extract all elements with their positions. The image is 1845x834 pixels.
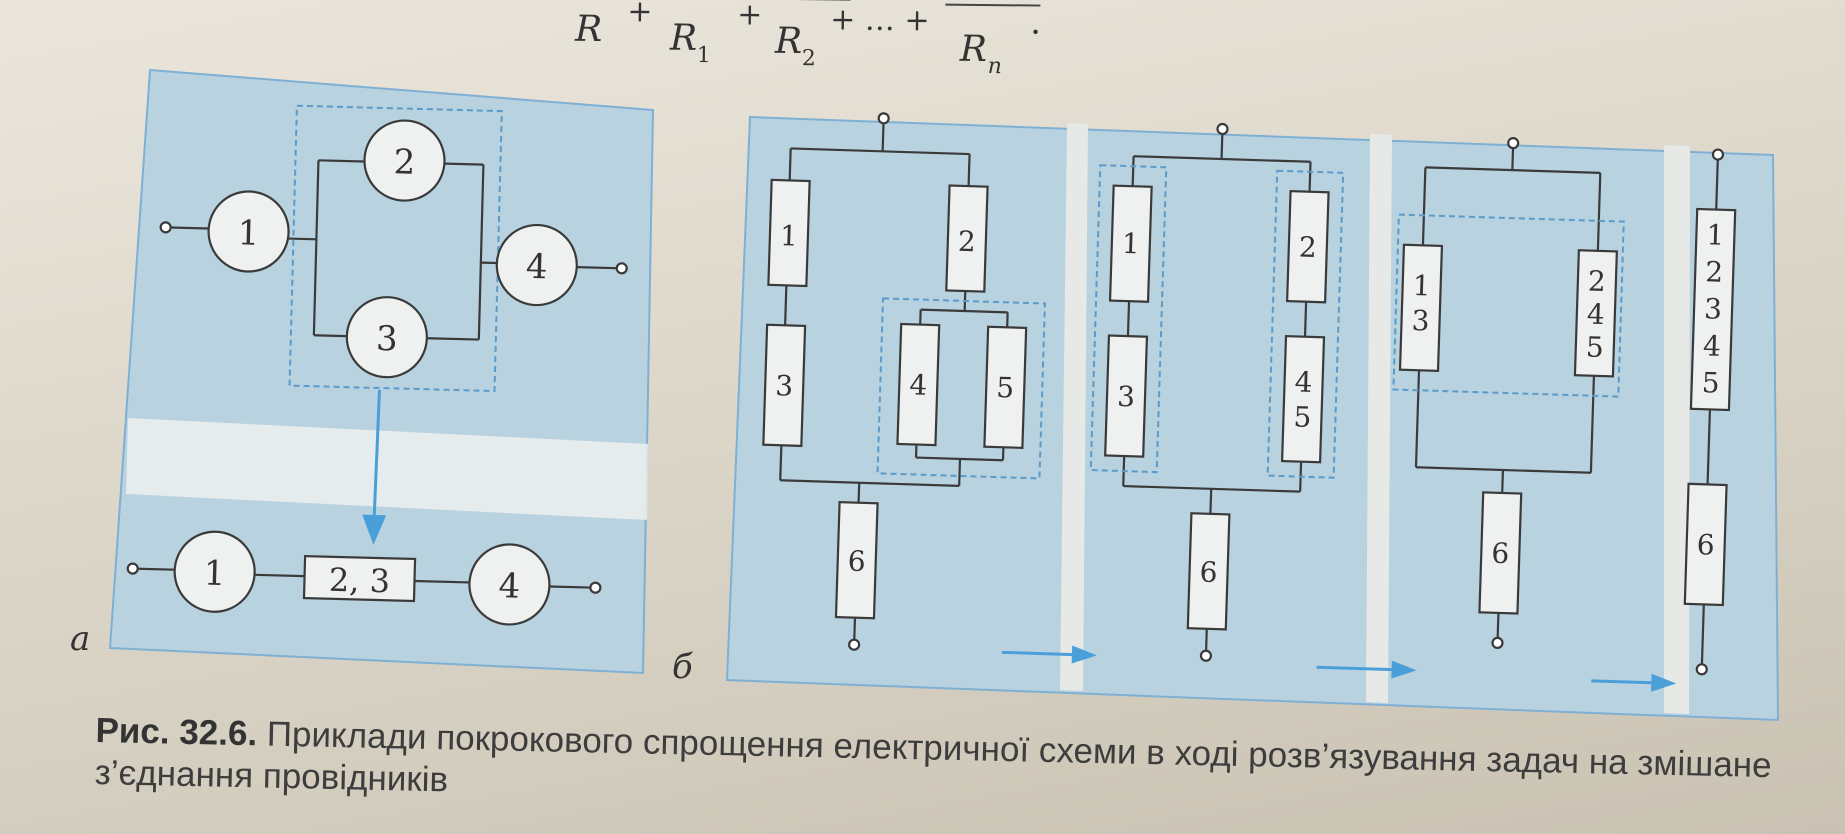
formula-term-n: R [959, 29, 988, 70]
s3-r245: 2 4 5 [1573, 249, 1618, 378]
s3-r2-label: 2 [1587, 265, 1606, 299]
s4-r12345: 1 2 3 4 5 [1689, 207, 1737, 412]
formula-plus-2: + [737, 0, 763, 33]
s1-r5-label: 5 [996, 371, 1015, 405]
r23-label: 2, 3 [328, 561, 390, 601]
panel-b: 1 2 3 4 5 6 [672, 112, 1780, 722]
stage-3: 1 3 2 4 5 6 [1392, 137, 1625, 649]
s3-r5-label: 5 [1585, 331, 1604, 365]
s2-r45: 4 5 [1280, 334, 1326, 464]
s1-r3-label: 3 [775, 369, 794, 403]
s1-r6: 6 [834, 501, 879, 620]
s1-r4-label: 4 [909, 368, 928, 402]
s2-r3-label: 3 [1117, 380, 1136, 414]
r23-resistor: 2, 3 [302, 554, 417, 603]
separator-1 [1060, 123, 1088, 691]
separator-2 [1366, 134, 1392, 703]
s4-r1-label: 1 [1706, 218, 1725, 252]
formula: R + R 1 + R 2 + … + R n . [574, 0, 1041, 79]
circuit-a-bottom [126, 562, 602, 594]
formula-lhs: R [574, 9, 603, 50]
s1-r2: 2 [945, 184, 989, 293]
s2-r5-label: 5 [1293, 400, 1312, 434]
r1-label: 1 [237, 213, 260, 254]
s2-r4-label: 4 [1294, 365, 1313, 399]
r4-circle-a-bottom: 4 [468, 543, 551, 626]
s4-r5-label: 5 [1701, 366, 1720, 400]
caption-label: Рис. 32.6. [95, 710, 258, 754]
s3-r6: 6 [1478, 491, 1523, 615]
r3-circle-a: 3 [345, 296, 428, 379]
formula-term-1: R [669, 18, 698, 59]
r2-label: 2 [393, 142, 416, 183]
formula-period: . [1030, 2, 1041, 42]
panel-b-background [725, 115, 1780, 722]
formula-plus-1: + [627, 0, 653, 29]
panel-b-label: б [672, 647, 693, 687]
s3-r6-label: 6 [1491, 537, 1510, 571]
s3-r1-label: 1 [1412, 269, 1431, 303]
stage-2: 1 3 2 4 5 6 [1089, 122, 1345, 662]
r4-circle-a: 4 [495, 223, 578, 307]
group-13-dashed-box [1089, 164, 1168, 474]
panel-a: 1 2 3 4 [70, 68, 655, 675]
group-245-dashed-box [1266, 169, 1345, 479]
circuit-a-top [159, 104, 628, 393]
simplify-arrow-down [362, 389, 387, 545]
s4-r6: 6 [1683, 482, 1728, 607]
simplify-arrow-1 [1001, 645, 1097, 664]
s1-r1: 1 [767, 178, 811, 288]
formula-sub-n: n [988, 54, 1002, 79]
separator-3 [1664, 145, 1690, 714]
r1-circle-a-bottom: 1 [173, 530, 256, 613]
formula-dots: + … + [830, 2, 930, 38]
s3-r4-label: 4 [1586, 298, 1605, 332]
formula-sub-2: 2 [802, 46, 816, 71]
stage-4: 1 2 3 4 5 6 [1683, 148, 1737, 676]
s4-r6-label: 6 [1696, 528, 1715, 562]
s4-r3-label: 3 [1704, 292, 1723, 326]
simplify-arrow-2 [1316, 660, 1417, 679]
s2-r2: 2 [1285, 190, 1330, 304]
s1-r4: 4 [896, 322, 941, 447]
r2-circle-a: 2 [363, 119, 446, 202]
panel-a-light-band [126, 418, 648, 520]
s4-r2-label: 2 [1705, 255, 1724, 289]
s1-r1-label: 1 [779, 219, 798, 253]
simplify-arrow-3 [1591, 673, 1677, 692]
r1-circle-a: 1 [207, 190, 290, 273]
s2-r1-label: 1 [1121, 227, 1140, 261]
s3-r13: 1 3 [1398, 243, 1444, 373]
group-all-dashed-box [1392, 213, 1625, 398]
group-23-dashed-box [288, 104, 503, 393]
s2-r3: 3 [1104, 334, 1149, 458]
s2-r6: 6 [1186, 512, 1231, 631]
stage-1: 1 2 3 4 5 6 [762, 112, 1046, 651]
s2-r6-label: 6 [1199, 556, 1218, 590]
s1-r3: 3 [762, 323, 807, 448]
s1-r6-label: 6 [847, 544, 866, 578]
r4-label: 4 [525, 247, 548, 288]
formula-term-2: R [774, 21, 803, 62]
s2-r1: 1 [1108, 184, 1153, 303]
s4-r4-label: 4 [1702, 329, 1721, 363]
s1-r5: 5 [983, 325, 1028, 450]
panel-a-label: а [70, 619, 90, 659]
group-45-dashed-box [876, 297, 1046, 480]
formula-sub-1: 1 [697, 43, 711, 68]
s2-r2-label: 2 [1298, 230, 1317, 264]
r3-label: 3 [375, 319, 398, 360]
r4-bottom-label: 4 [498, 566, 521, 607]
s3-r3-label: 3 [1411, 304, 1430, 338]
r1-bottom-label: 1 [203, 553, 226, 594]
s1-r2-label: 2 [957, 225, 976, 259]
